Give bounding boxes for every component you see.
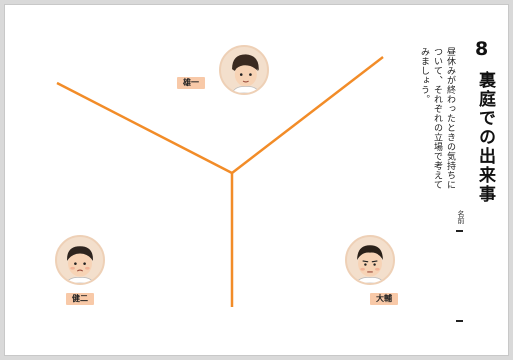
- character-portrait-yuichi: [219, 45, 269, 95]
- chapter-title: 裏庭での出来事: [475, 71, 495, 204]
- chapter-number: 8: [475, 38, 489, 60]
- name-field-end-mark: [456, 320, 463, 322]
- name-field-label: 名前: [457, 210, 465, 224]
- character-name-tag: 健二: [66, 293, 94, 305]
- divider-right-arm: [231, 56, 384, 174]
- instruction-text: 昼休みが終わったときの気持ちについて、それぞれの立場で考えてみましょう。: [419, 47, 455, 190]
- character-portrait-daisuke: [345, 235, 395, 285]
- divider-left-arm: [56, 81, 233, 175]
- name-field-start-mark: [456, 230, 463, 232]
- boy-face-icon: [65, 246, 95, 283]
- boy-face-icon: [355, 245, 385, 283]
- boy-face-icon: [231, 54, 261, 93]
- three-way-divider: [56, 56, 384, 307]
- character-name-tag: 大輔: [370, 293, 398, 305]
- character-portrait-kenji: [55, 235, 105, 285]
- worksheet-page: 雄一 健二 大輔 8 裏庭での出来事 昼: [4, 4, 509, 356]
- character-name-tag: 雄一: [177, 77, 205, 89]
